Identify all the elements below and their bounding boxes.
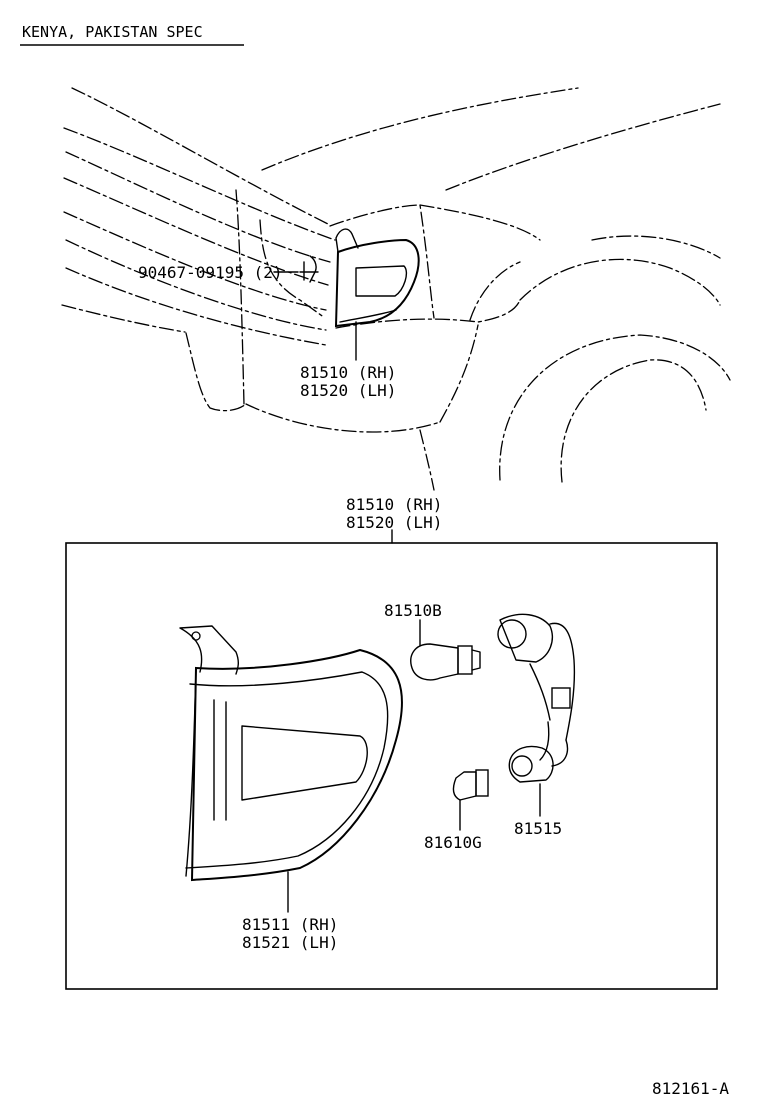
spec-title: KENYA, PAKISTAN SPEC	[22, 23, 203, 41]
lamp-lens-assembly	[179, 625, 403, 882]
diagram-id: 812161-A	[652, 1079, 729, 1098]
small-bulb-icon	[452, 769, 489, 801]
vehicle-front-outline	[61, 87, 731, 491]
clip-part-number: 90467-09195 (2)	[138, 263, 283, 282]
assembly-lh-number: 81520 (LH)	[346, 513, 442, 532]
socket-number: 81515	[514, 819, 562, 838]
small-bulb-number: 81610G	[424, 833, 482, 852]
corner-lamp-on-vehicle	[334, 228, 420, 328]
lens-lh-number: 81521 (LH)	[242, 933, 338, 952]
exploded-view-box	[65, 542, 718, 990]
clip-fastener-icon	[299, 255, 319, 283]
main-bulb-number: 81510B	[384, 601, 442, 620]
top-lamp-lh-number: 81520 (LH)	[300, 381, 396, 400]
main-bulb-icon	[410, 643, 481, 681]
socket-wire-harness-icon	[497, 613, 576, 783]
lens-rh-number: 81511 (RH)	[242, 915, 338, 934]
top-lamp-rh-number: 81510 (RH)	[300, 363, 396, 382]
assembly-rh-number: 81510 (RH)	[346, 495, 442, 514]
